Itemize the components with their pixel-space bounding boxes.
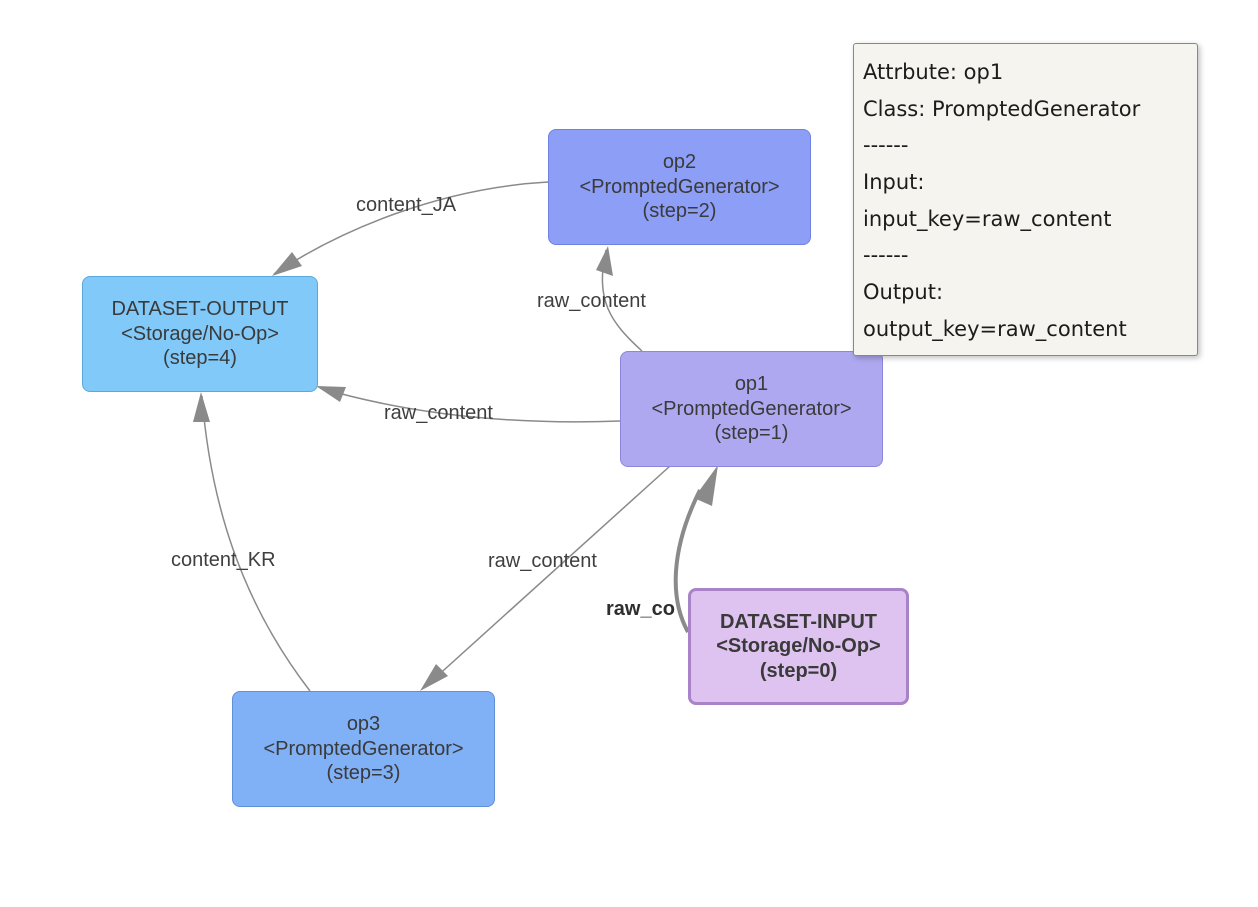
node-op1-step: (step=1) <box>714 422 789 445</box>
node-op3-step: (step=3) <box>326 762 401 785</box>
tooltip-output-heading: Output: <box>863 280 944 305</box>
node-output-class: <Storage/No-Op> <box>121 322 279 345</box>
arrowhead-icon <box>193 392 210 422</box>
tooltip-input-heading: Input: <box>863 170 925 195</box>
edge-op3-output[interactable] <box>201 395 311 692</box>
edge-label-content-ja: content_JA <box>356 194 457 216</box>
arrowhead-icon <box>272 252 302 276</box>
edge-op2-output[interactable] <box>273 181 549 275</box>
edge-label-op1-output: raw_content <box>384 402 493 424</box>
node-op2-name: op2 <box>662 151 697 174</box>
node-tooltip: Attrbute: op1 Class: PromptedGenerator -… <box>853 43 1198 356</box>
node-dataset-input[interactable]: DATASET-INPUT <Storage/No-Op> (step=0) <box>688 588 909 705</box>
tooltip-input-key: input_key=raw_content <box>863 206 1112 231</box>
tooltip-divider: ------ <box>863 243 909 268</box>
tooltip-class: Class: PromptedGenerator <box>863 96 1141 121</box>
edge-op1-op3[interactable] <box>423 465 671 689</box>
node-op2-step: (step=2) <box>642 200 717 223</box>
tooltip-output-key: output_key=raw_content <box>863 316 1127 341</box>
edge-op1-output[interactable] <box>319 387 621 423</box>
node-op1-name: op1 <box>734 373 769 396</box>
tooltip-divider: ------ <box>863 133 909 158</box>
edge-label-op1-op3: raw_content <box>488 550 597 572</box>
arrowhead-icon <box>596 246 613 276</box>
node-op2-class: <PromptedGenerator> <box>579 175 780 198</box>
node-op1[interactable]: op1 <PromptedGenerator> (step=1) <box>620 351 883 467</box>
node-op3[interactable]: op3 <PromptedGenerator> (step=3) <box>232 691 495 807</box>
node-dataset-output[interactable]: DATASET-OUTPUT <Storage/No-Op> (step=4) <box>82 276 318 392</box>
edge-label-content-kr: content_KR <box>171 549 276 571</box>
edge-label-input-op1: raw_co <box>606 598 675 620</box>
edge-input-op1[interactable] <box>673 489 702 633</box>
node-output-name: DATASET-OUTPUT <box>111 298 289 321</box>
node-output-step: (step=4) <box>163 347 237 370</box>
arrowhead-icon <box>316 386 346 402</box>
tooltip-attribute: Attrbute: op1 <box>863 60 1004 84</box>
node-op3-class: <PromptedGenerator> <box>263 737 464 760</box>
arrowhead-icon <box>694 465 718 506</box>
node-op3-name: op3 <box>346 713 381 736</box>
arrowhead-icon <box>420 664 448 691</box>
node-input-class: <Storage/No-Op> <box>716 635 881 658</box>
node-input-name: DATASET-INPUT <box>719 610 878 633</box>
edge-label-op1-op2: raw_content <box>537 290 646 312</box>
node-input-step: (step=0) <box>759 659 838 682</box>
node-op1-class: <PromptedGenerator> <box>651 397 852 420</box>
node-op2[interactable]: op2 <PromptedGenerator> (step=2) <box>548 129 811 245</box>
